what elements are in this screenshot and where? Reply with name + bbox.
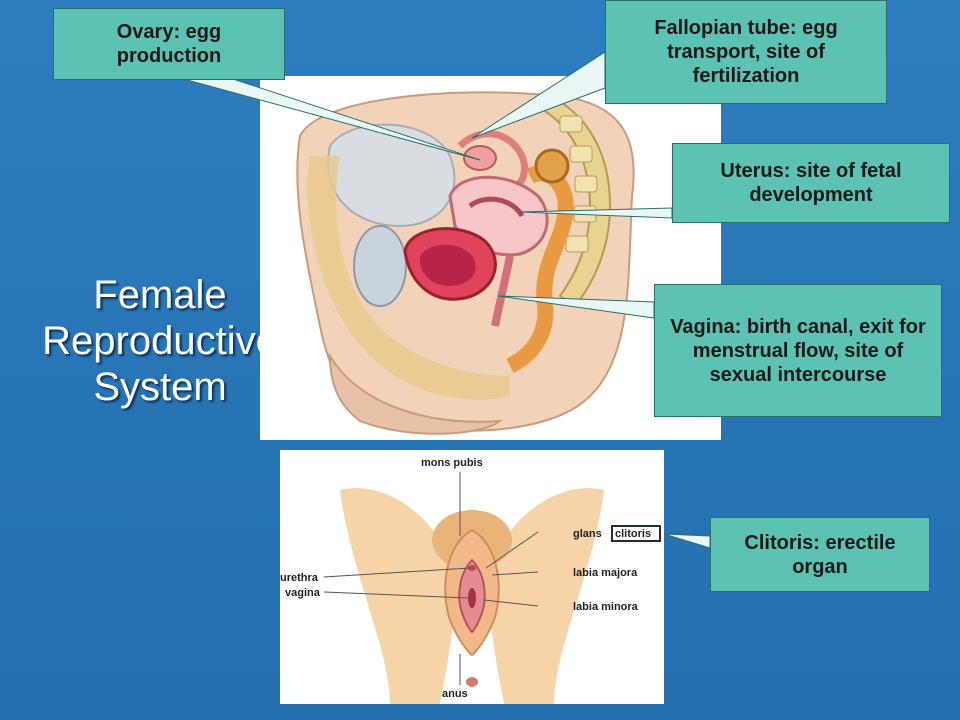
callout-clitoris: Clitoris: erectile organ <box>710 517 930 592</box>
label-anus: anus <box>442 688 468 700</box>
label-urethra: urethra <box>280 572 319 584</box>
label-labia-minora: labia minora <box>573 601 639 613</box>
label-labia-majora: labia majora <box>573 567 638 579</box>
sagittal-section-illustration <box>260 76 721 440</box>
title-line-2: Reproductive <box>42 319 278 363</box>
sagittal-section-drawing <box>296 91 635 435</box>
title-line-3: System <box>93 365 227 409</box>
external-genitalia-illustration: mons pubis glans clitoris labia majora l… <box>280 450 664 704</box>
title-line-1: Female <box>93 273 227 317</box>
callout-ovary: Ovary: egg production <box>53 8 285 80</box>
clitoris-highlight-box <box>611 525 661 542</box>
label-mons-pubis: mons pubis <box>421 457 483 469</box>
slide-title: Female Reproductive System <box>40 272 280 410</box>
label-clitoris: clitoris <box>615 528 651 540</box>
callout-vagina: Vagina: birth canal, exit for menstrual … <box>654 284 942 417</box>
callout-fallopian-tube: Fallopian tube: egg transport, site of f… <box>605 0 887 104</box>
external-genitalia-drawing: mons pubis glans clitoris labia majora l… <box>280 457 661 704</box>
label-glans: glans <box>573 528 602 540</box>
callout-uterus: Uterus: site of fetal development <box>672 143 950 223</box>
label-vagina: vagina <box>285 587 321 599</box>
